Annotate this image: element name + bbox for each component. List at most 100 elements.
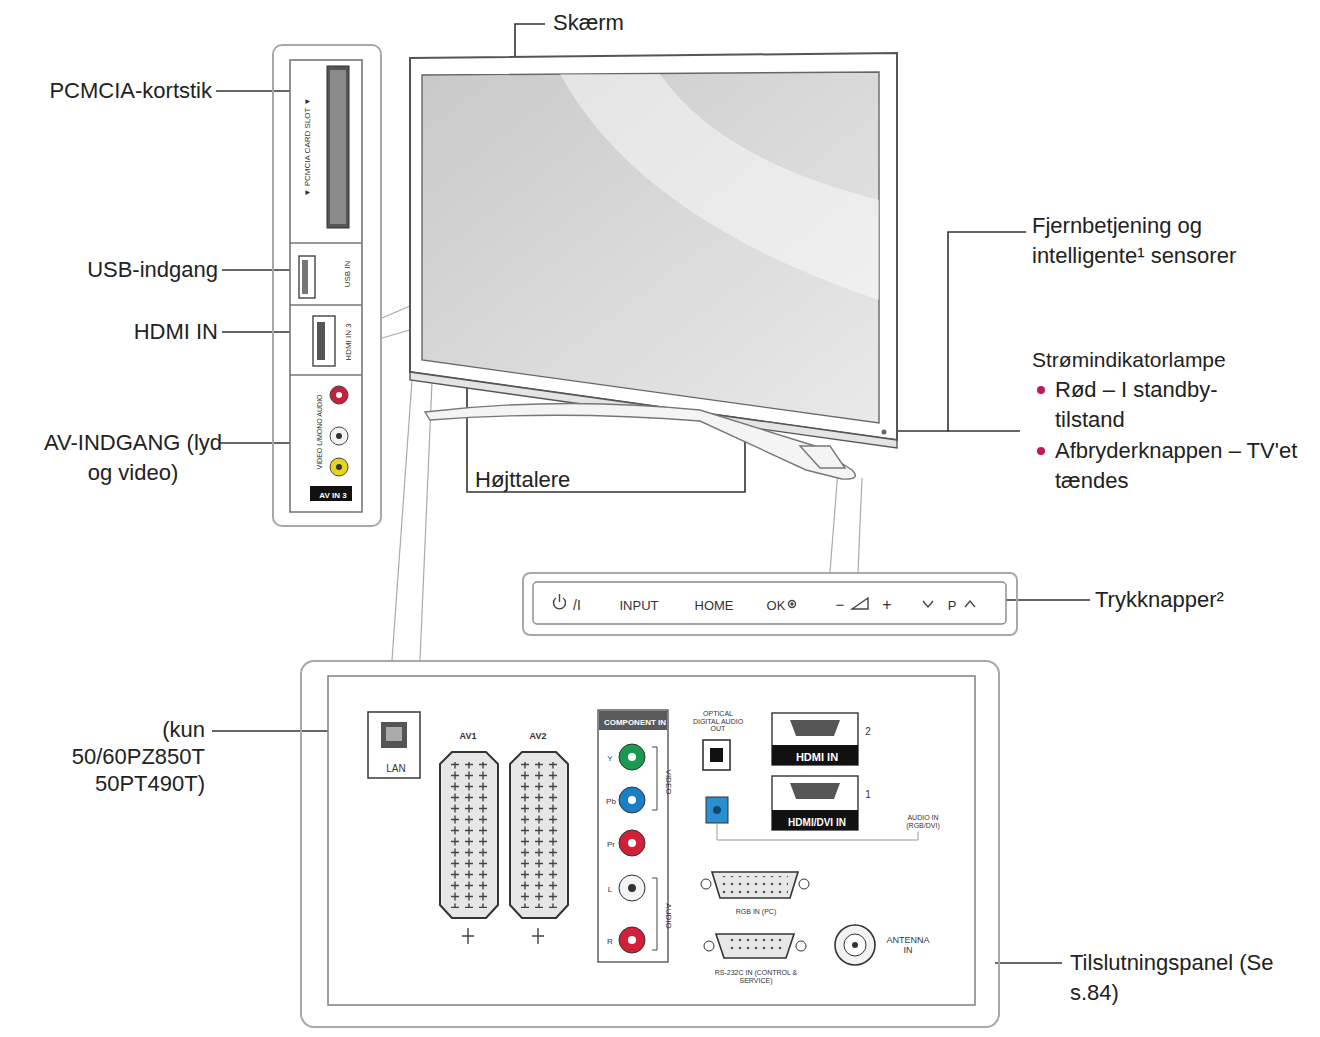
connection-panel-art-part bbox=[712, 872, 798, 898]
tv-stand-part bbox=[800, 446, 845, 468]
side-panel-art-part bbox=[336, 464, 342, 470]
connection-panel-art-part bbox=[772, 776, 858, 830]
port-label: VIDEO bbox=[664, 770, 673, 795]
tv-body-part bbox=[422, 72, 879, 423]
port-label: LAN bbox=[386, 763, 405, 774]
port-label: ANTENNA IN bbox=[884, 936, 932, 956]
connection-panel-art-part bbox=[381, 722, 407, 748]
magnifier-lines-part bbox=[420, 382, 432, 660]
port-label: INPUT bbox=[620, 599, 659, 613]
leader-lines-part bbox=[888, 232, 1026, 431]
callout-label: AV-INDGANG (lyd og video) bbox=[38, 428, 228, 488]
port-label: HDMI IN bbox=[796, 751, 838, 763]
leader-lines-part bbox=[216, 90, 293, 92]
connection-panel-art-part bbox=[772, 745, 858, 765]
port-label: USB IN bbox=[344, 261, 353, 288]
connection-panel-art-part bbox=[713, 806, 721, 814]
port-label: AV1 bbox=[460, 732, 477, 742]
port-label: HDMI IN 3 bbox=[345, 323, 354, 360]
side-panel: ▼ PCMCIA CARD SLOT ▼USB INHDMI IN 3VIDEO… bbox=[272, 44, 382, 527]
connection-panel-art-part bbox=[328, 676, 975, 1005]
port-label: 1 bbox=[865, 789, 871, 800]
connection-panel-art-part bbox=[368, 712, 420, 778]
connection-panel-art-part bbox=[628, 884, 636, 892]
button-strip-art-part bbox=[559, 594, 560, 602]
port-label: OK bbox=[767, 599, 786, 613]
connection-panel-art-part bbox=[710, 748, 723, 762]
callout-label: Højttalere bbox=[475, 465, 570, 495]
port-label: RGB IN (PC) bbox=[736, 908, 776, 916]
port-label: Pb bbox=[606, 798, 616, 807]
port-label: AV2 bbox=[530, 732, 547, 742]
callout-label: Rød – I standby-tilstand bbox=[1055, 375, 1267, 435]
connection-panel-art-part bbox=[716, 934, 794, 958]
callout-label: Skærm bbox=[553, 8, 624, 38]
side-panel-art bbox=[290, 60, 362, 512]
connection-panel-art-part bbox=[703, 740, 730, 770]
connection-panel-art-part bbox=[619, 744, 645, 770]
port-label: 2 bbox=[865, 726, 871, 737]
connection-panel-art bbox=[328, 676, 975, 1005]
side-panel-art-part bbox=[290, 60, 362, 512]
connection-panel: LANAV1AV2COMPONENT INYPbPrVIDEOLRAUDIOOP… bbox=[300, 660, 1000, 1028]
connection-panel-art-part bbox=[440, 752, 498, 918]
port-label: + bbox=[882, 596, 891, 614]
connection-panel-art-part bbox=[835, 925, 875, 965]
magnifier-lines-part bbox=[382, 330, 410, 338]
button-strip-art bbox=[533, 582, 1006, 624]
button-strip: /IINPUTHOMEOK−+P bbox=[522, 572, 1018, 636]
port-label: COMPONENT IN bbox=[604, 719, 666, 728]
connection-panel-art-part bbox=[619, 830, 645, 856]
connection-panel-art-part bbox=[722, 876, 788, 894]
connection-panel-art-part bbox=[790, 783, 840, 799]
bullet-dots-part bbox=[1037, 386, 1045, 394]
port-label: AV IN 3 bbox=[319, 492, 346, 501]
button-strip-art-part bbox=[789, 601, 796, 608]
callout-label: Strømindikatorlampe bbox=[1032, 345, 1226, 375]
side-panel-art-part bbox=[336, 392, 342, 398]
connection-panel-art-part bbox=[510, 752, 568, 918]
leader-lines-part bbox=[948, 430, 1020, 432]
connection-panel-art-part bbox=[701, 879, 711, 889]
connection-panel-art-part bbox=[772, 713, 858, 765]
callout-label: Trykknapper² bbox=[1095, 585, 1224, 615]
button-strip-art-part bbox=[923, 601, 933, 607]
connection-panel-art-part bbox=[450, 762, 488, 908]
side-panel-art-part bbox=[336, 433, 342, 439]
connection-panel-art-part bbox=[628, 753, 636, 761]
connection-panel-art-part bbox=[628, 796, 636, 804]
connection-panel-art-part bbox=[772, 810, 858, 830]
leader-lines-part bbox=[995, 962, 1062, 964]
port-label: HOME bbox=[695, 599, 734, 613]
callout-label: (kun 50/60PZ850T 50PT490T) bbox=[50, 716, 205, 797]
tv-body bbox=[410, 53, 897, 448]
side-panel-art-part bbox=[327, 66, 349, 228]
port-label: − bbox=[836, 597, 845, 614]
button-strip-art-part bbox=[533, 582, 1006, 624]
connection-panel-art-part bbox=[706, 797, 728, 823]
connection-panel-art-part bbox=[704, 941, 714, 951]
port-label: HDMI/DVI IN bbox=[788, 817, 846, 828]
button-strip-art-part bbox=[965, 601, 975, 607]
tv-body-part bbox=[560, 74, 879, 300]
callout-label: Tilslutningspanel (Se s.84) bbox=[1070, 948, 1280, 1008]
button-strip-art-part bbox=[852, 598, 868, 609]
magnifier-lines-part bbox=[858, 478, 862, 572]
port-label: AUDIO bbox=[664, 903, 673, 928]
side-panel-art-part bbox=[330, 70, 346, 224]
connection-panel-art-part bbox=[599, 711, 667, 730]
port-label: RS-232C IN (CONTROL & SERVICE) bbox=[706, 969, 806, 984]
magnifier-lines-part bbox=[392, 380, 412, 660]
callout-label: Afbryderknappen – TV'et tændes bbox=[1055, 436, 1300, 496]
port-label: VIDEO L/MONO AUDIO bbox=[316, 394, 324, 469]
connection-panel-art-part bbox=[652, 747, 657, 950]
connection-panel-art-part bbox=[619, 875, 645, 901]
connection-panel-art-part bbox=[520, 762, 558, 908]
callout-label: USB-indgang bbox=[0, 255, 218, 285]
callout-label: HDMI IN bbox=[0, 317, 218, 347]
callout-label: PCMCIA-kortstik bbox=[0, 76, 212, 106]
connection-panel-art-part bbox=[726, 938, 784, 954]
leader-lines-part bbox=[222, 331, 296, 333]
